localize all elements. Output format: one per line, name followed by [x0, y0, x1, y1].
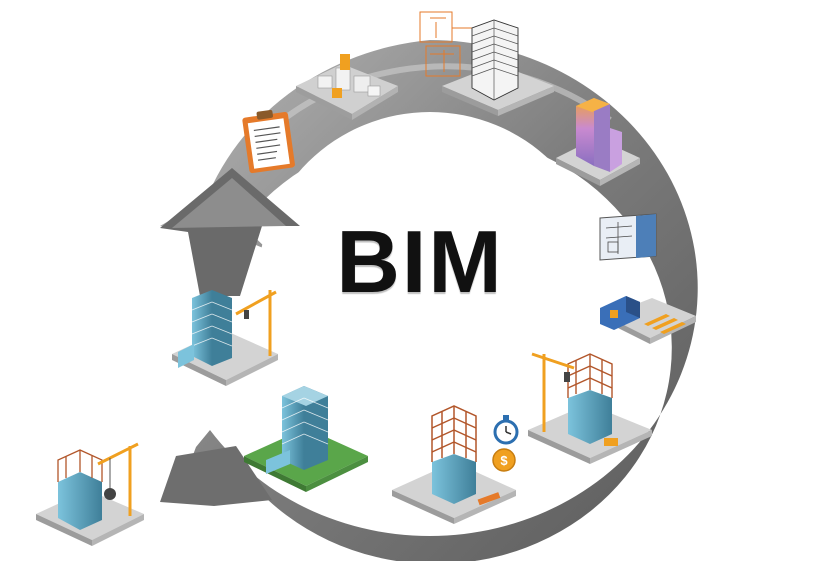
truck-icon — [600, 296, 696, 344]
drawing-sheet-icon — [599, 213, 657, 261]
ring-arrowhead-upper — [160, 168, 300, 296]
svg-text:$: $ — [500, 453, 508, 468]
crane-building-icon — [528, 352, 652, 464]
analysis-model-icon — [556, 98, 640, 186]
wireframe-tower-icon — [442, 19, 554, 116]
massing-model-icon — [296, 54, 398, 120]
wrecking-ball-icon — [36, 442, 144, 546]
cost-coin-icon: $ — [492, 448, 516, 472]
diagram-title: BIM — [336, 212, 504, 311]
ring-highlight — [247, 63, 612, 153]
crane-glass-building-icon — [172, 290, 278, 386]
ring-body — [160, 40, 698, 565]
clipboard-icon — [242, 109, 295, 174]
cycle-ring — [160, 40, 698, 565]
scaffold-building-icon — [392, 405, 516, 524]
finished-building-icon — [244, 386, 368, 492]
ring-inner-disc — [258, 112, 602, 452]
clock-icon — [493, 415, 519, 445]
